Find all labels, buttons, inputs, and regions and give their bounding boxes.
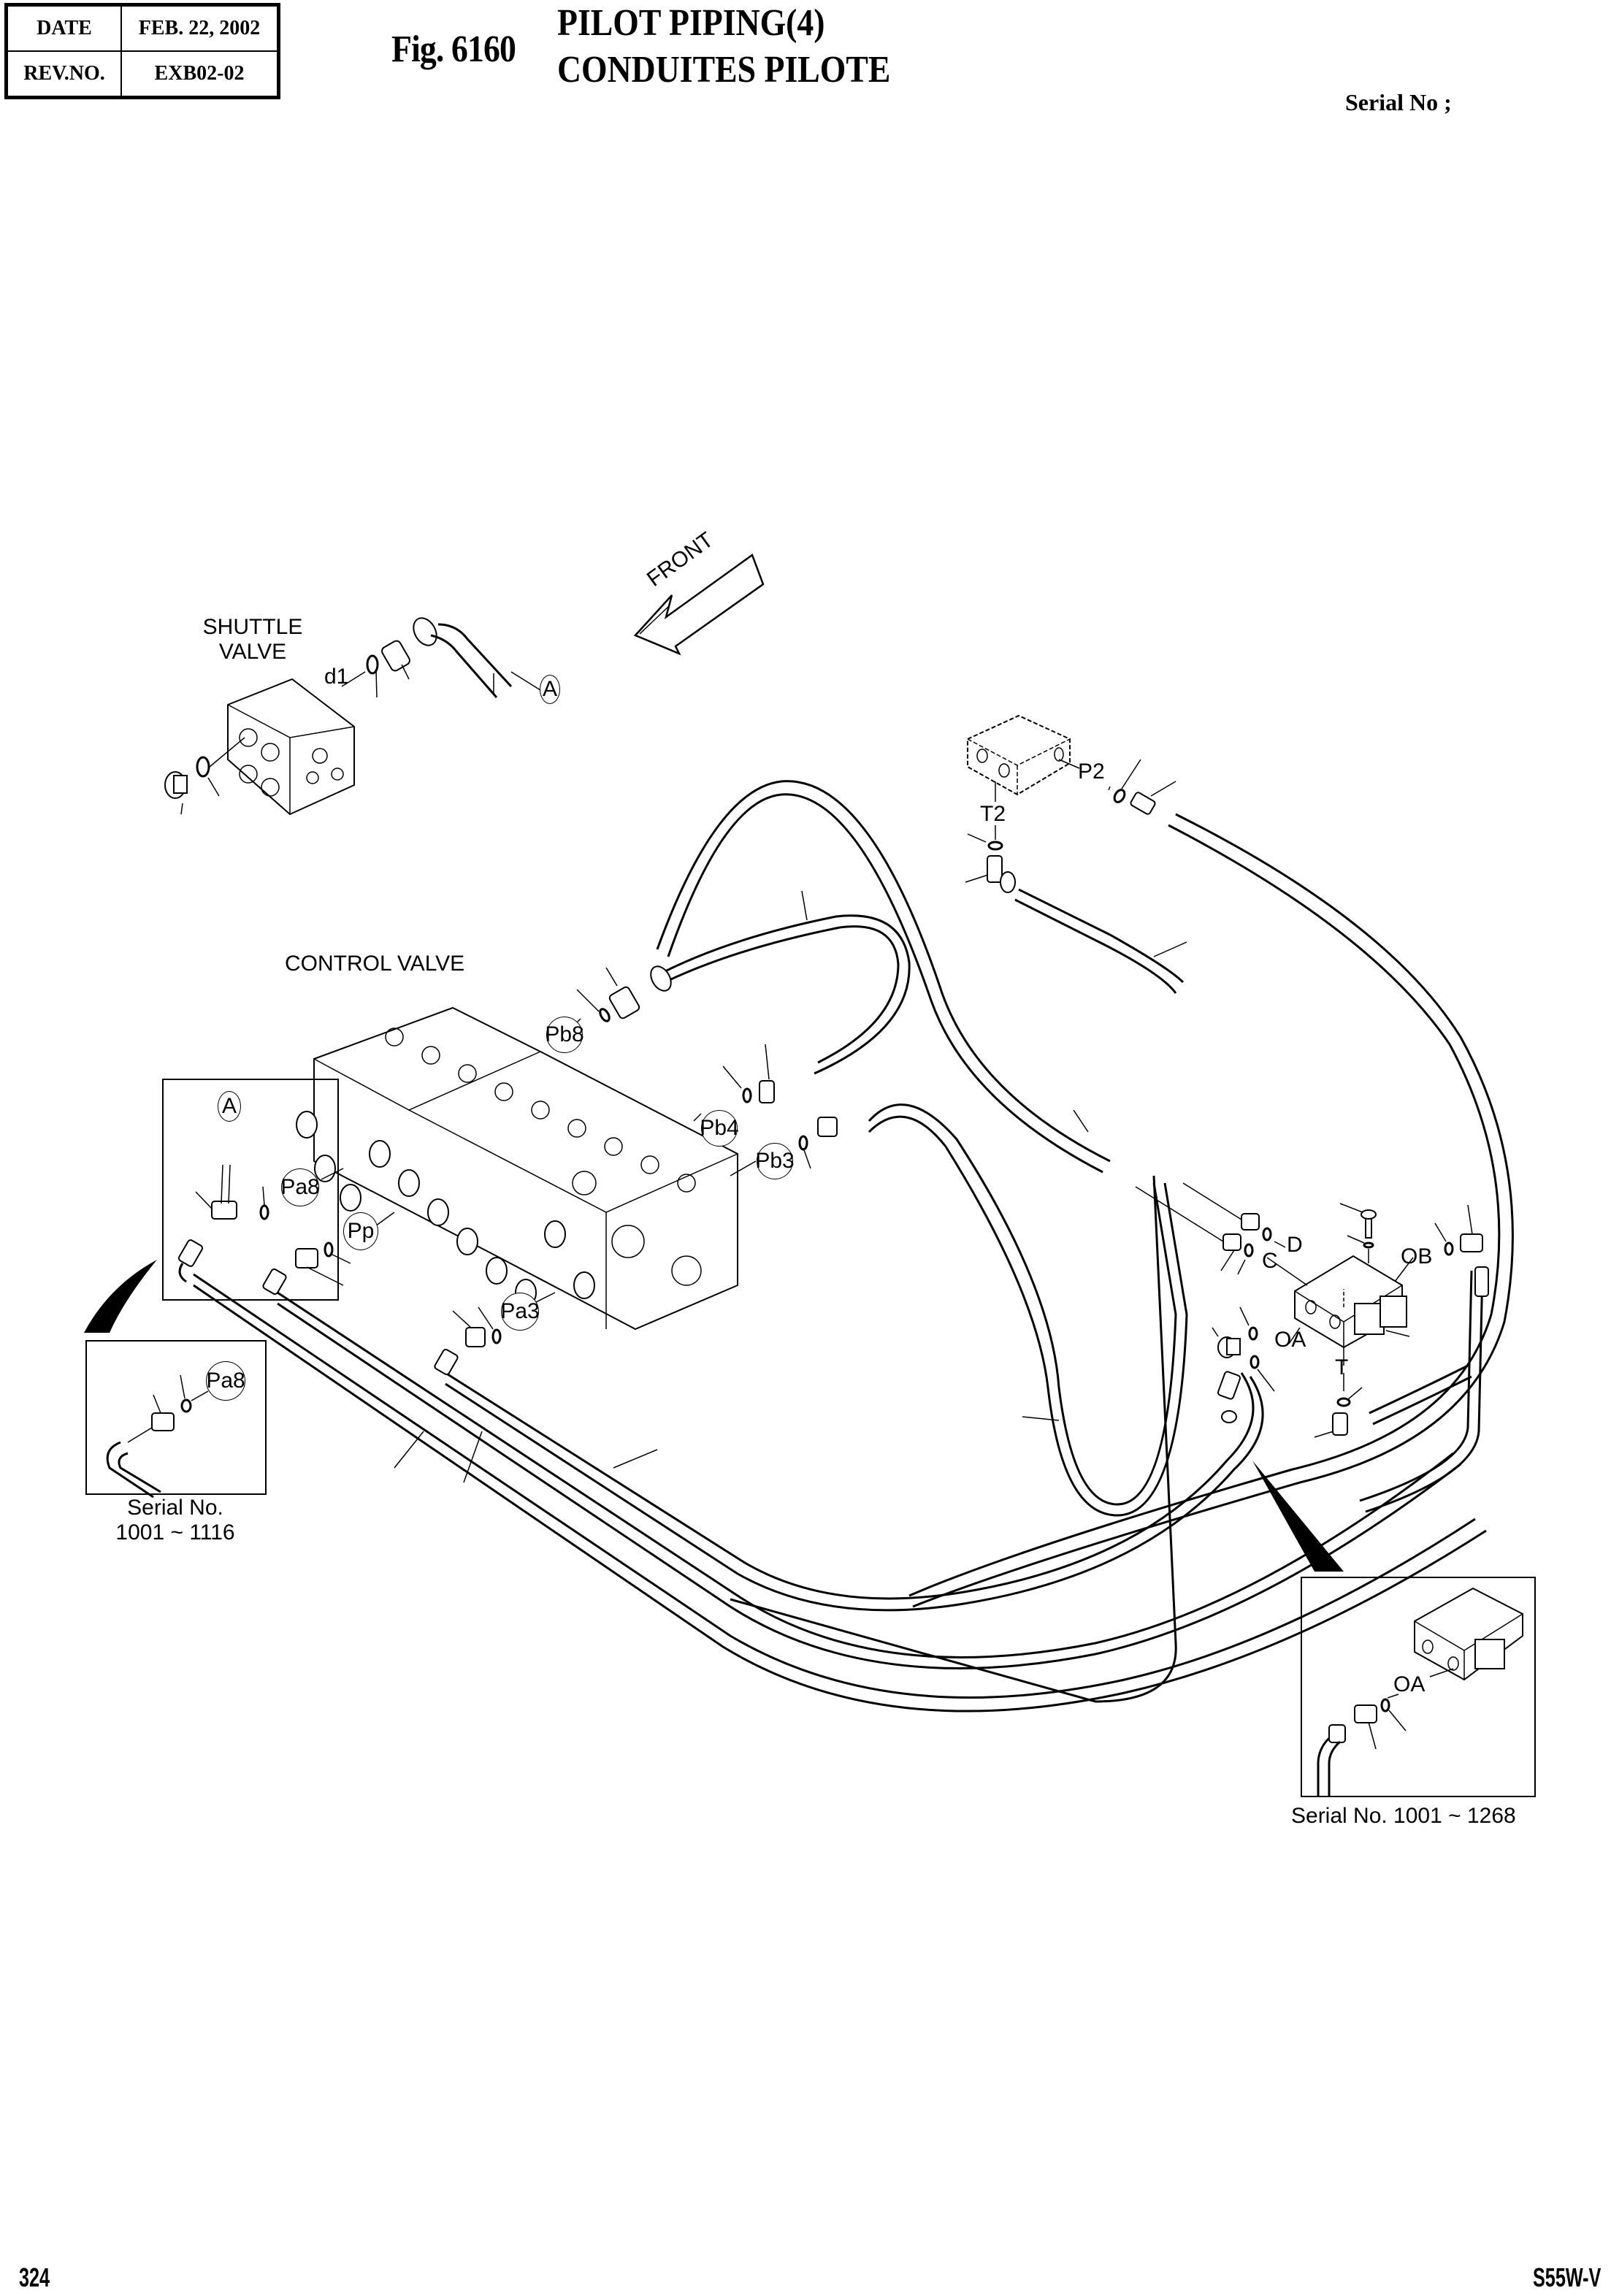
inset-left-caption: Serial No. 1001 ~ 1116 xyxy=(88,1497,263,1544)
port-label-Pb8: Pb8 xyxy=(545,1017,584,1053)
model-number: S55W-V xyxy=(1532,2262,1601,2292)
inset-left-caption-line1: Serial No. xyxy=(127,1496,223,1520)
shuttle-valve-label-line2: VALVE xyxy=(218,640,287,664)
figure-number: Fig. 6160 xyxy=(391,28,516,70)
port-label-D: D xyxy=(1287,1233,1303,1257)
port-label-Pp: Pp xyxy=(343,1212,378,1250)
inset-left-frame xyxy=(85,1340,267,1495)
rev-value: EXB02-02 xyxy=(120,50,280,99)
date-label: DATE xyxy=(5,4,122,52)
date-value: FEB. 22, 2002 xyxy=(120,4,280,52)
port-label-OA: OA xyxy=(1274,1328,1306,1352)
port-label-Pa3: Pa3 xyxy=(500,1293,540,1331)
revision-table: DATE FEB. 22, 2002 REV.NO. EXB02-02 xyxy=(4,3,280,99)
port-label-C: C xyxy=(1262,1249,1278,1273)
page-number: 324 xyxy=(19,2262,50,2292)
serial-number-label: Serial No ; xyxy=(1345,89,1452,115)
inset-right-caption: Serial No. 1001 ~ 1268 xyxy=(1291,1804,1516,1828)
shuttle-valve-label: SHUTTLE VALVE xyxy=(194,616,311,663)
port-label-Pb4: Pb4 xyxy=(700,1110,739,1147)
port-label-Pb3: Pb3 xyxy=(755,1143,795,1179)
inset-right-pointer-icon xyxy=(1252,1461,1344,1572)
inset-right-frame xyxy=(1301,1577,1536,1797)
shuttle-valve-label-line1: SHUTTLE xyxy=(202,615,303,639)
title-english: PILOT PIPING(4) xyxy=(557,2,825,44)
detail-A-frame xyxy=(162,1079,339,1301)
port-label-d1: d1 xyxy=(324,665,349,689)
inset-right-port-label-OA: OA xyxy=(1393,1672,1426,1696)
port-label-T: T xyxy=(1335,1355,1349,1379)
inset-right-drawing xyxy=(1317,1587,1523,1796)
port-label-OB: OB xyxy=(1401,1244,1433,1268)
shuttle-valve-fittings xyxy=(341,617,541,698)
port-label-Pa8: Pa8 xyxy=(280,1168,320,1206)
inset-left-port-label-Pa8: Pa8 xyxy=(206,1361,245,1401)
control-valve-body xyxy=(296,1006,738,1331)
shuttle-valve-block xyxy=(227,678,355,816)
title-french: CONDUITES PILOTE xyxy=(557,49,891,91)
pilot-block-p2-t2 xyxy=(965,714,1176,893)
reference-A-inset: A xyxy=(218,1091,241,1122)
pilot-hoses xyxy=(193,780,1514,1713)
control-valve-label: CONTROL VALVE xyxy=(285,952,465,976)
port-label-P2: P2 xyxy=(1078,759,1105,784)
inset-left-pointer-icon xyxy=(84,1260,157,1333)
reference-A-top: A xyxy=(540,675,560,704)
rev-label: REV.NO. xyxy=(5,50,122,99)
shuttle-valve-plug xyxy=(164,737,245,815)
inset-left-drawing xyxy=(106,1374,209,1499)
port-label-T2: T2 xyxy=(980,802,1006,826)
front-arrow-icon xyxy=(633,554,765,656)
inset-left-caption-line2: 1001 ~ 1116 xyxy=(115,1520,235,1545)
solenoid-valve-block xyxy=(1135,1182,1489,1438)
